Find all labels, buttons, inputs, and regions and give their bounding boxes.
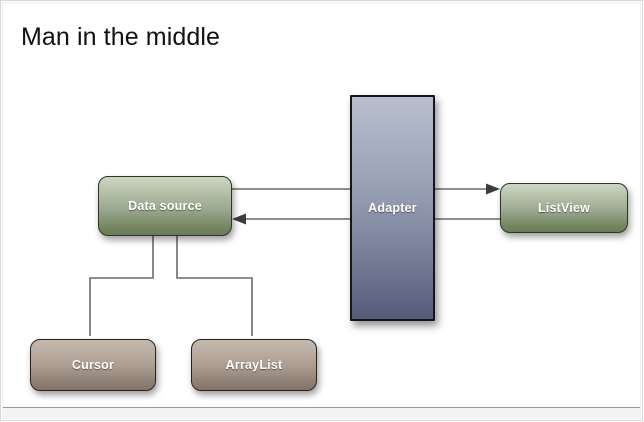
arrowhead-right-listview xyxy=(486,183,500,195)
node-listview[interactable]: ListView xyxy=(500,183,628,233)
node-data-source[interactable]: Data source xyxy=(98,176,232,236)
node-arraylist-label: ArrayList xyxy=(225,358,283,372)
node-cursor-label: Cursor xyxy=(71,358,115,372)
slide-footer-band xyxy=(3,407,640,419)
node-adapter-label: Adapter xyxy=(368,201,417,215)
node-arraylist[interactable]: ArrayList xyxy=(191,339,317,391)
node-cursor[interactable]: Cursor xyxy=(30,339,156,391)
node-data-source-label: Data source xyxy=(128,199,202,213)
node-listview-label: ListView xyxy=(537,201,591,215)
slide-canvas: Man in the middle Data source Adapter xyxy=(3,3,640,407)
node-adapter[interactable]: Adapter xyxy=(350,95,435,321)
edge-data-source-to-cursor xyxy=(89,234,154,336)
page-title: Man in the middle xyxy=(21,23,221,51)
arrowhead-left-data-source xyxy=(232,213,246,225)
edge-data-source-to-arraylist xyxy=(176,234,253,336)
